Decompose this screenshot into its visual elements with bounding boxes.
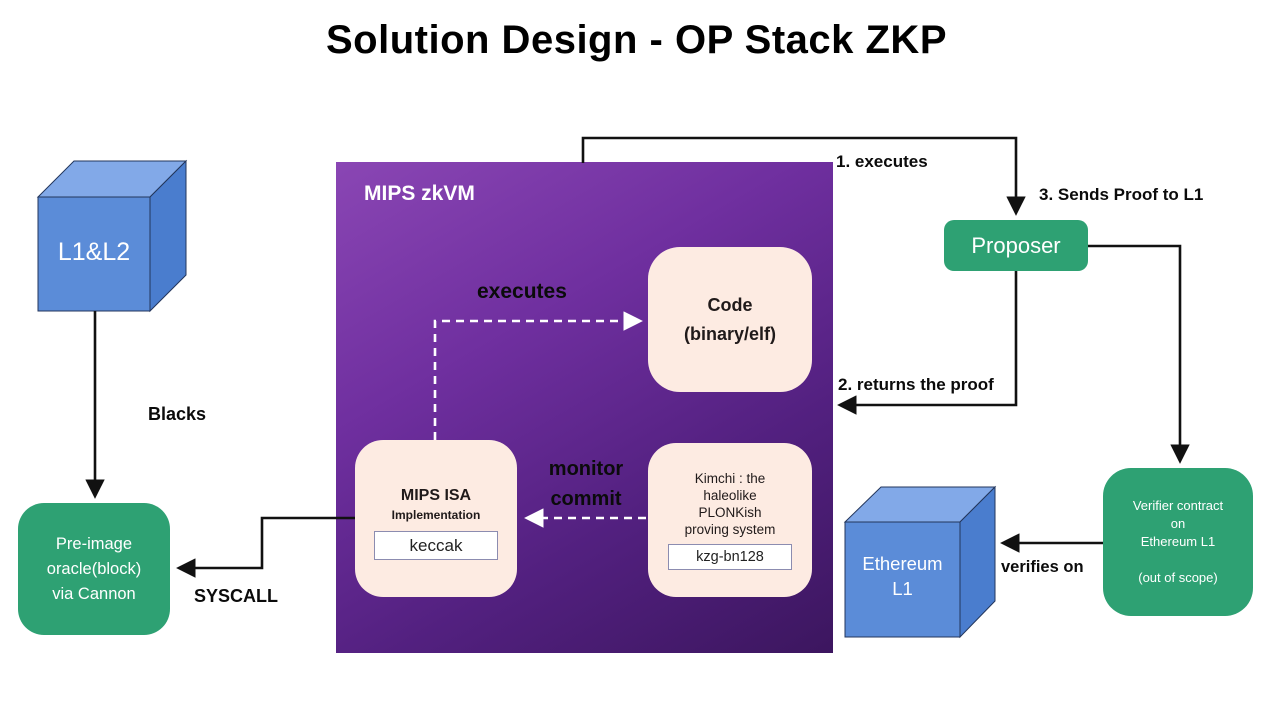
l1l2-cube-top — [36, 160, 188, 198]
ethereum-cube-side — [959, 485, 996, 639]
ethereum-cube-label: Ethereum L1 — [862, 553, 943, 599]
code-node: Code (binary/elf) — [648, 247, 812, 392]
kzg-chip: kzg-bn128 — [668, 544, 792, 570]
monitor-commit-edge-label: monitor commit — [548, 458, 624, 510]
syscall-edge-label: SYSCALL — [194, 586, 279, 606]
step3-sends-proof-label: 3. Sends Proof to L1 — [1039, 185, 1204, 204]
step1-executes-label: 1. executes — [836, 152, 928, 171]
kimchi-text: Kimchi : the haleolike PLONKish proving … — [684, 471, 776, 537]
page-title: Solution Design - OP Stack ZKP — [325, 18, 947, 62]
kimchi-node: Kimchi : the haleolike PLONKish proving … — [648, 443, 812, 597]
ethereum-cube-top — [843, 486, 997, 523]
step2-returns-proof-label: 2. returns the proof — [838, 375, 994, 394]
mips-isa-subtitle: Implementation — [391, 508, 481, 522]
arrow-mipsisa-to-preimage — [176, 516, 355, 578]
mips-zkvm-label: MIPS zkVM — [364, 182, 475, 205]
l1l2-cube — [36, 159, 188, 313]
l1l2-cube-side — [149, 159, 187, 313]
keccak-chip: keccak — [374, 531, 498, 560]
verifies-on-edge-label: verifies on — [1001, 558, 1084, 576]
blacks-edge-label: Blacks — [148, 404, 207, 424]
l1l2-cube-label: L1&L2 — [57, 238, 131, 266]
mips-isa-node: MIPS ISA Implementation keccak — [355, 440, 517, 597]
executes-edge-label: executes — [477, 280, 567, 303]
mips-isa-title: MIPS ISA — [400, 487, 472, 504]
preimage-oracle-node: Pre-image oracle(block) via Cannon — [18, 503, 170, 635]
proposer-node: Proposer — [944, 220, 1088, 271]
verifier-node: Verifier contract on Ethereum L1 (out of… — [1103, 468, 1253, 616]
arrow-proposer-to-verifier — [1088, 244, 1190, 464]
